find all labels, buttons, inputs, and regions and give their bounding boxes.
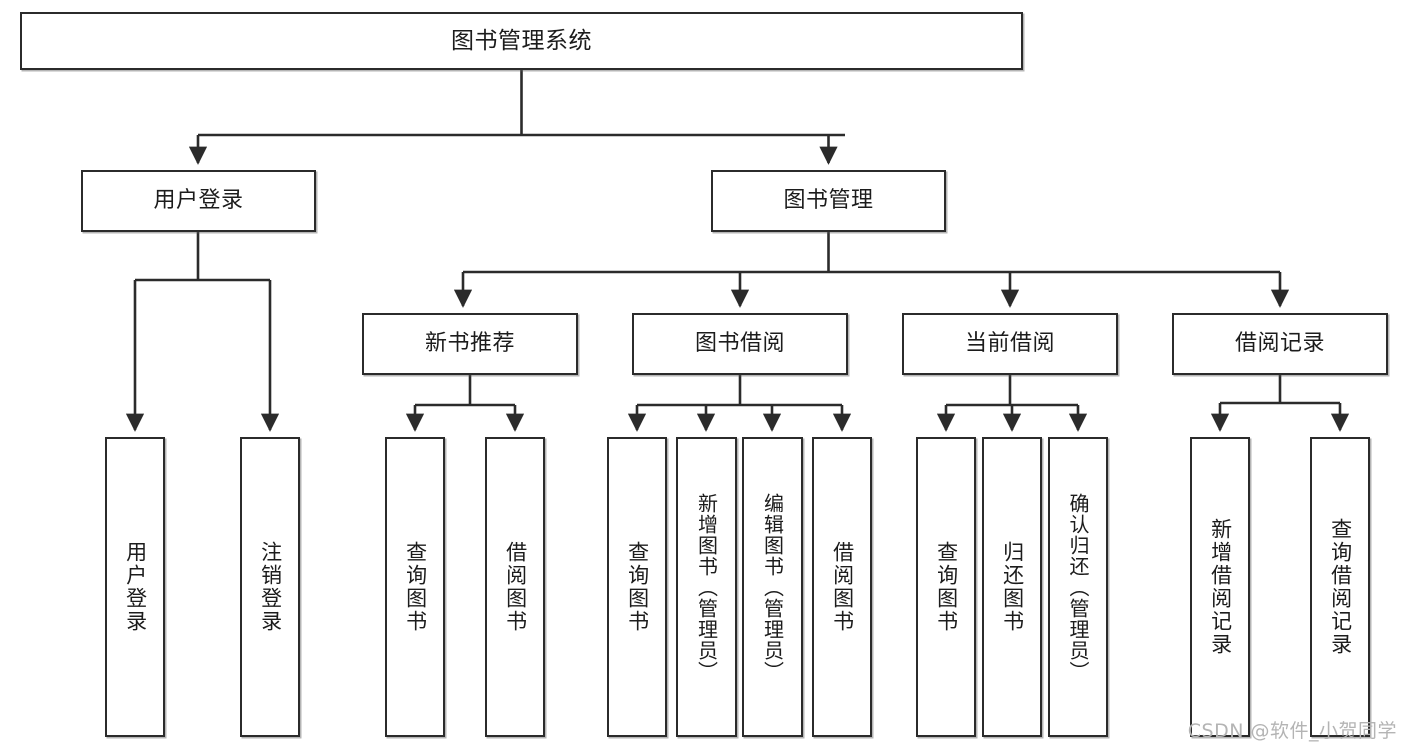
node-leaf-add-book-label: 新增图书（管理员） bbox=[694, 492, 719, 682]
node-leaf-logout-label: 注销登录 bbox=[258, 541, 283, 633]
node-root-label: 图书管理系统 bbox=[451, 27, 592, 54]
node-leaf-query-record[interactable]: 查询借阅记录 bbox=[1310, 437, 1370, 737]
node-book-borrow-label: 图书借阅 bbox=[694, 330, 785, 356]
node-leaf-query-book-1-label: 查询图书 bbox=[403, 541, 428, 633]
node-leaf-query-record-label: 查询借阅记录 bbox=[1328, 518, 1353, 656]
node-borrow-record[interactable]: 借阅记录 bbox=[1172, 313, 1388, 375]
node-leaf-add-record[interactable]: 新增借阅记录 bbox=[1190, 437, 1250, 737]
node-new-book-rec-label: 新书推荐 bbox=[424, 330, 515, 356]
node-leaf-edit-book[interactable]: 编辑图书（管理员） bbox=[742, 437, 803, 737]
node-leaf-confirm-return[interactable]: 确认归还（管理员） bbox=[1048, 437, 1108, 737]
node-borrow-record-label: 借阅记录 bbox=[1234, 330, 1325, 356]
node-leaf-query-book-3-label: 查询图书 bbox=[934, 541, 959, 633]
node-leaf-borrow-book-2-label: 借阅图书 bbox=[830, 541, 855, 633]
node-current-borrow-label: 当前借阅 bbox=[964, 330, 1055, 356]
node-user-login[interactable]: 用户登录 bbox=[81, 170, 316, 232]
node-leaf-return-book-label: 归还图书 bbox=[1000, 541, 1025, 633]
node-leaf-logout[interactable]: 注销登录 bbox=[240, 437, 300, 737]
node-leaf-add-record-label: 新增借阅记录 bbox=[1208, 518, 1233, 656]
node-leaf-user-login-label: 用户登录 bbox=[123, 541, 148, 633]
node-current-borrow[interactable]: 当前借阅 bbox=[902, 313, 1118, 375]
node-leaf-borrow-book-2[interactable]: 借阅图书 bbox=[812, 437, 872, 737]
node-leaf-add-book[interactable]: 新增图书（管理员） bbox=[676, 437, 737, 737]
node-book-manage-label: 图书管理 bbox=[783, 187, 874, 213]
node-leaf-query-book-2-label: 查询图书 bbox=[625, 541, 650, 633]
node-root[interactable]: 图书管理系统 bbox=[20, 12, 1023, 70]
node-leaf-borrow-book-1[interactable]: 借阅图书 bbox=[485, 437, 545, 737]
csdn-watermark: CSDN @软件_小贺同学 bbox=[1187, 720, 1397, 742]
node-user-login-label: 用户登录 bbox=[153, 187, 244, 213]
node-leaf-borrow-book-1-label: 借阅图书 bbox=[503, 541, 528, 633]
node-leaf-query-book-3[interactable]: 查询图书 bbox=[916, 437, 976, 737]
node-book-manage[interactable]: 图书管理 bbox=[711, 170, 946, 232]
node-leaf-query-book-2[interactable]: 查询图书 bbox=[607, 437, 667, 737]
node-leaf-confirm-return-label: 确认归还（管理员） bbox=[1066, 492, 1090, 682]
node-leaf-edit-book-label: 编辑图书（管理员） bbox=[760, 492, 785, 682]
node-leaf-user-login[interactable]: 用户登录 bbox=[105, 437, 165, 737]
node-new-book-rec[interactable]: 新书推荐 bbox=[362, 313, 578, 375]
node-leaf-return-book[interactable]: 归还图书 bbox=[982, 437, 1042, 737]
node-book-borrow[interactable]: 图书借阅 bbox=[632, 313, 848, 375]
node-leaf-query-book-1[interactable]: 查询图书 bbox=[385, 437, 445, 737]
